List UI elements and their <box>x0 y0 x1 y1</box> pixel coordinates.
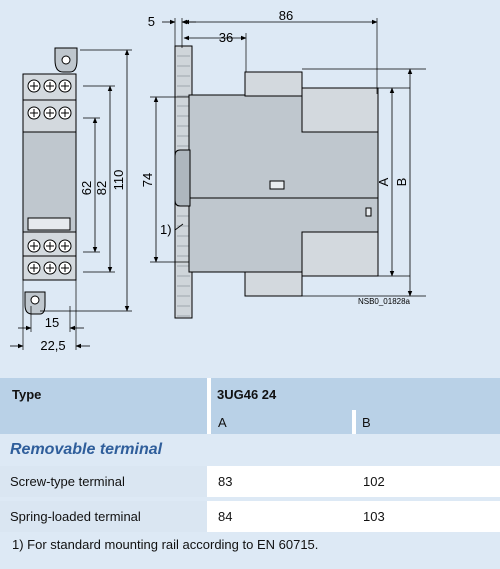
dim-82: 82 <box>94 181 109 195</box>
type-header: Type <box>12 386 42 402</box>
value-b: 103 <box>356 501 500 532</box>
side-view: 5 86 36 74 1) A B NSB0_01828a <box>140 8 426 319</box>
dim-a: A <box>376 177 391 186</box>
dim-36: 36 <box>219 30 233 45</box>
dimensions-table: Type 3UG46 24 A B Removable terminal Scr… <box>0 378 500 532</box>
table-subheader-row: A B <box>0 410 500 434</box>
front-view: 62 82 110 15 22,5 <box>10 47 132 353</box>
value-b: 102 <box>356 466 500 497</box>
dim-22-5: 22,5 <box>40 338 65 353</box>
dim-b: B <box>394 178 409 187</box>
note-1-label: 1) <box>160 222 172 237</box>
value-a: 83 <box>211 466 352 497</box>
table-row: Screw-type terminal 83 102 <box>0 466 500 497</box>
dimension-drawing: 62 82 110 15 22,5 5 <box>10 8 426 353</box>
drawing-code: NSB0_01828a <box>358 297 411 306</box>
column-a-header: A <box>218 414 227 430</box>
section-title: Removable terminal <box>10 441 163 458</box>
dim-62: 62 <box>79 181 94 195</box>
dim-74: 74 <box>140 173 155 187</box>
value-a: 84 <box>211 501 352 532</box>
footnote: 1) For standard mounting rail according … <box>12 537 319 552</box>
dim-86: 86 <box>279 8 293 23</box>
dim-5: 5 <box>148 14 155 29</box>
table-row: Spring-loaded terminal 84 103 <box>0 501 500 532</box>
dim-110: 110 <box>111 170 126 191</box>
table-header-row: Type 3UG46 24 <box>0 378 500 410</box>
product-header: 3UG46 24 <box>217 386 277 402</box>
row-label: Screw-type terminal <box>0 466 207 497</box>
dim-15: 15 <box>45 315 59 330</box>
row-label: Spring-loaded terminal <box>0 501 207 532</box>
column-b-header: B <box>362 414 371 430</box>
